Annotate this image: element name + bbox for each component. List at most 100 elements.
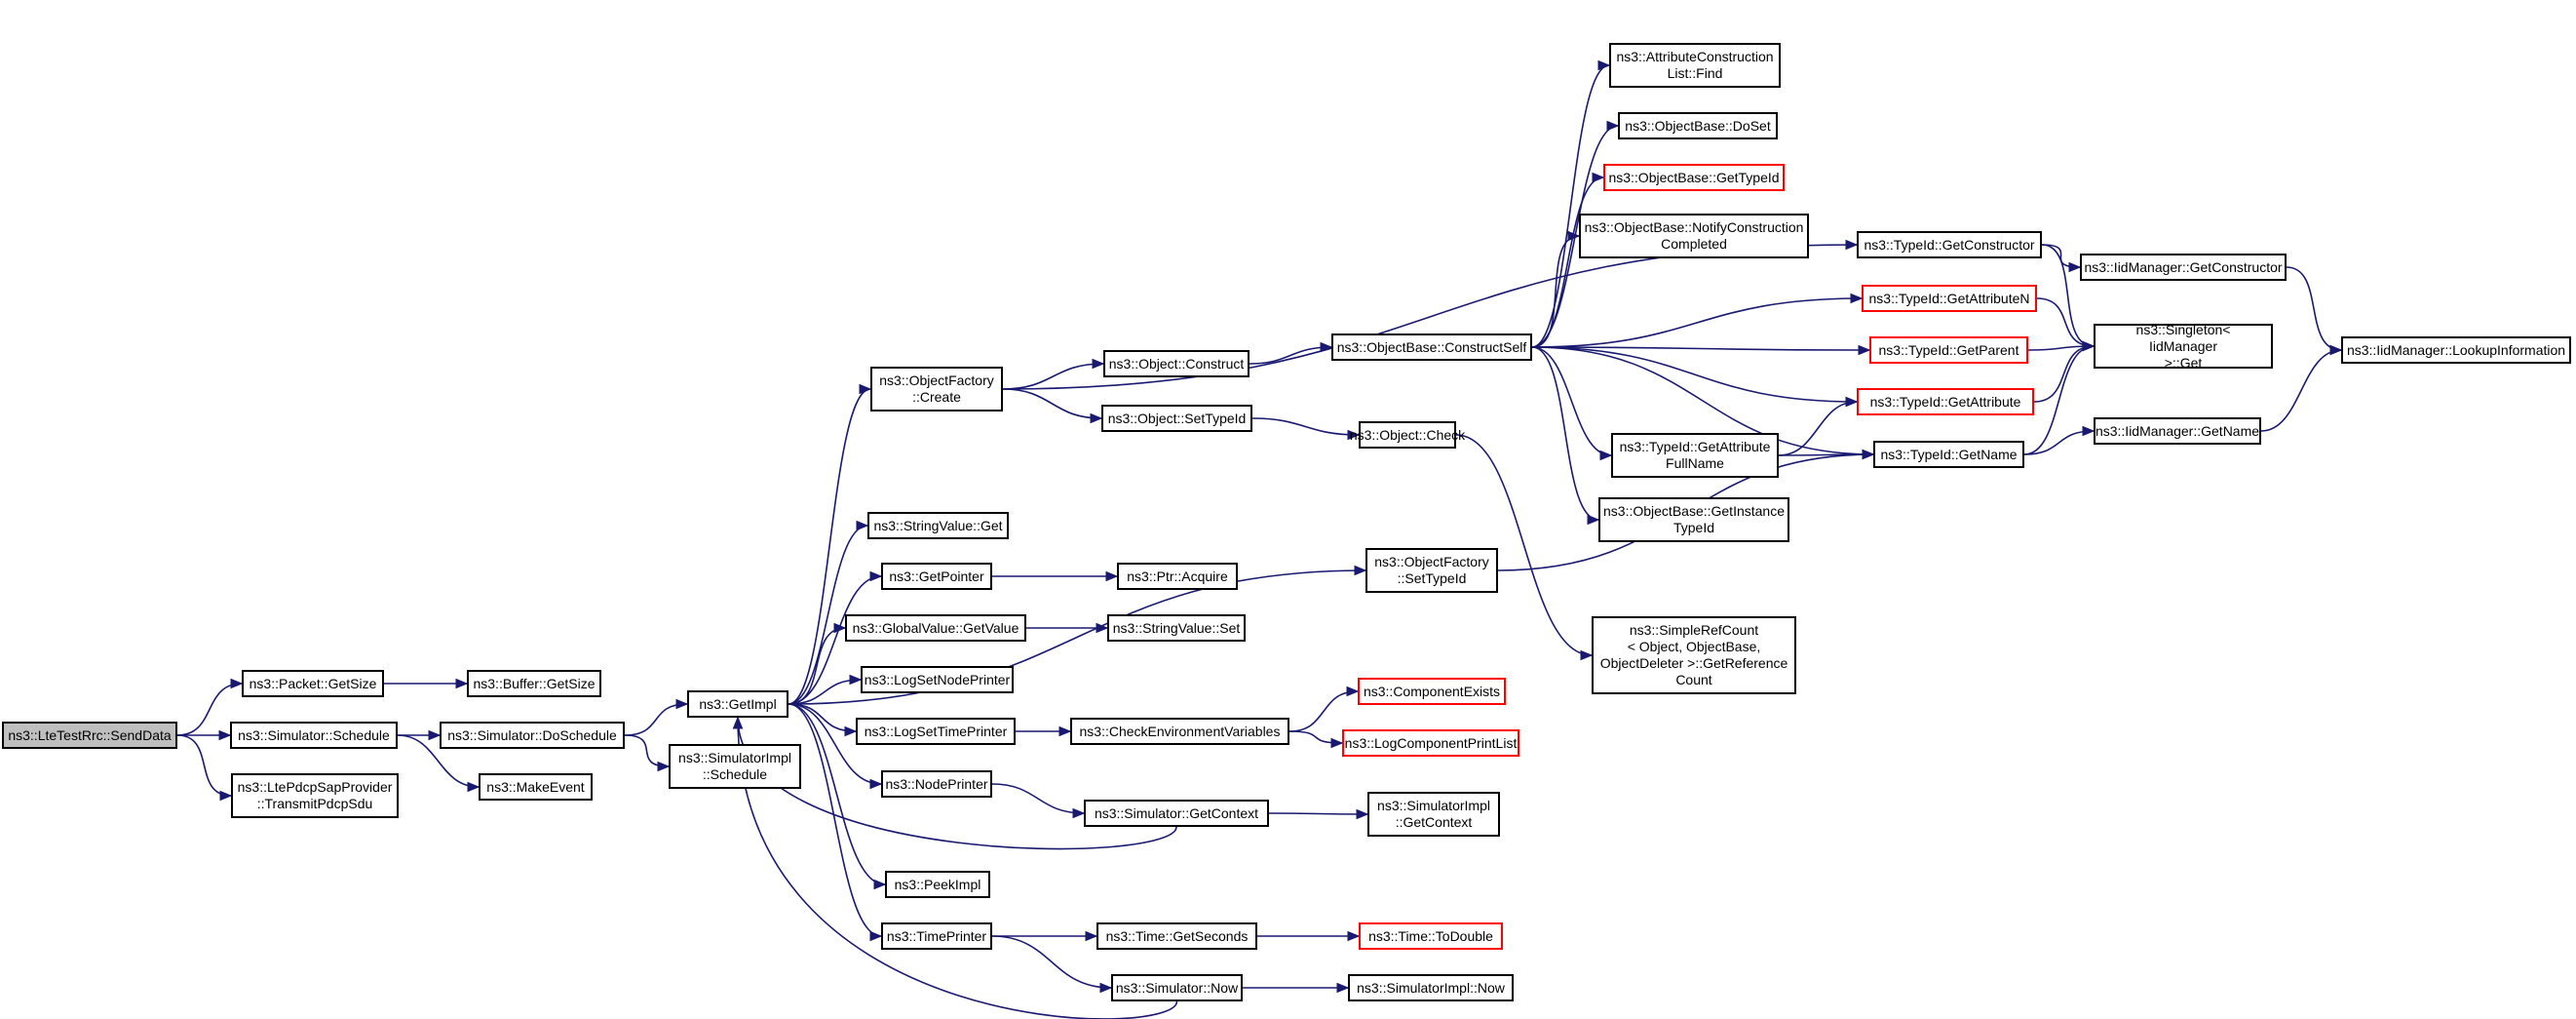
edge-simSchedule-to-makeEvent <box>397 734 480 788</box>
node-sim-impl-get-context[interactable]: ns3::SimulatorImpl ::GetContext <box>1367 792 1500 837</box>
edge-getImpl-to-ofSetTypeId <box>788 569 1366 705</box>
edge-getImpl-to-globalValueGetValue <box>788 627 846 705</box>
edge-arrowhead <box>467 781 481 793</box>
node-tid-get-attribute[interactable]: ns3::TypeId::GetAttribute <box>1857 388 2034 415</box>
node-log-component-print-list[interactable]: ns3::LogComponentPrintList <box>1342 729 1519 757</box>
node-obj-construct[interactable]: ns3::Object::Construct <box>1103 350 1250 377</box>
edge-arrowhead <box>1580 649 1594 661</box>
node-time-printer[interactable]: ns3::TimePrinter <box>881 922 992 950</box>
node-transmit-pdcp-sdu[interactable]: ns3::LtePdcpSapProvider ::TransmitPdcpSd… <box>231 773 399 818</box>
edge-arrowhead <box>1090 412 1103 424</box>
node-tid-get-parent[interactable]: ns3::TypeId::GetParent <box>1869 336 2028 364</box>
edge-simDoSchedule-to-simImplSchedule <box>624 734 670 767</box>
edge-arrowhead <box>1058 725 1072 737</box>
edge-arrowhead <box>869 570 883 582</box>
node-send-data[interactable]: ns3::LteTestRrc::SendData <box>2 722 177 749</box>
edge-getImpl-to-stringValueGet <box>788 525 868 705</box>
node-singleton-get[interactable]: ns3::Singleton< IidManager >::Get <box>2094 322 2273 371</box>
node-log-set-node-printer[interactable]: ns3::LogSetNodePrinter <box>861 666 1014 693</box>
edge-constructSelf-to-tidGetAttribute <box>1531 346 1858 403</box>
edge-simNow-to-getImpl <box>737 717 1178 1019</box>
edge-constructSelf-to-tidGetName <box>1531 346 1874 455</box>
edge-arrowhead <box>844 725 858 737</box>
node-sim-do-schedule[interactable]: ns3::Simulator::DoSchedule <box>440 722 625 749</box>
edge-arrowhead <box>1862 449 1875 460</box>
node-obj-set-type-id[interactable]: ns3::Object::SetTypeId <box>1101 405 1252 432</box>
node-sim-impl-schedule[interactable]: ns3::SimulatorImpl ::Schedule <box>669 744 801 789</box>
edge-constructSelf-to-acFind <box>1531 64 1610 348</box>
edge-tidGetAttribute-to-singletonGet <box>2033 345 2095 403</box>
node-of-create[interactable]: ns3::ObjectFactory ::Create <box>870 367 1003 412</box>
node-tid-get-name[interactable]: ns3::TypeId::GetName <box>1873 441 2024 468</box>
edge-getImpl-to-timePrinter <box>788 703 882 937</box>
node-tid-get-attr-full-name[interactable]: ns3::TypeId::GetAttribute FullName <box>1611 433 1779 478</box>
node-ob-get-type-id[interactable]: ns3::ObjectBase::GetTypeId <box>1603 164 1785 191</box>
edge-iidGetConstructor-to-iidLookup <box>2286 266 2342 351</box>
node-construct-self[interactable]: ns3::ObjectBase::ConstructSelf <box>1331 333 1532 361</box>
edge-getImpl-to-ofCreate <box>788 388 871 705</box>
edge-tidGetAttributeN-to-singletonGet <box>2036 297 2095 347</box>
node-tid-get-attribute-n[interactable]: ns3::TypeId::GetAttributeN <box>1862 285 2037 312</box>
node-sim-get-context[interactable]: ns3::Simulator::GetContext <box>1084 800 1269 827</box>
node-string-value-get[interactable]: ns3::StringValue::Get <box>867 512 1009 539</box>
node-make-event[interactable]: ns3::MakeEvent <box>479 773 593 801</box>
edge-ofCreate-to-objSetTypeId <box>1002 388 1102 419</box>
edge-tidGetName-to-singletonGet <box>2023 345 2095 455</box>
edge-timePrinter-to-simNow <box>991 935 1112 989</box>
edge-arrowhead <box>1356 808 1369 820</box>
node-time-get-seconds[interactable]: ns3::Time::GetSeconds <box>1096 922 1257 950</box>
edge-arrowhead <box>1845 396 1859 408</box>
node-buffer-get-size[interactable]: ns3::Buffer::GetSize <box>467 670 601 697</box>
node-ob-do-set[interactable]: ns3::ObjectBase::DoSet <box>1618 112 1778 139</box>
node-log-set-time-printer[interactable]: ns3::LogSetTimePrinter <box>856 718 1016 745</box>
node-node-printer[interactable]: ns3::NodePrinter <box>881 770 992 798</box>
node-string-value-set[interactable]: ns3::StringValue::Set <box>1107 614 1246 642</box>
node-sim-schedule[interactable]: ns3::Simulator::Schedule <box>230 722 398 749</box>
edge-nodePrinter-to-simGetContext <box>991 783 1085 814</box>
node-check-env-vars[interactable]: ns3::CheckEnvironmentVariables <box>1070 718 1289 745</box>
edge-arrowhead <box>1347 429 1361 441</box>
node-sim-now[interactable]: ns3::Simulator::Now <box>1111 974 1243 1001</box>
node-get-pointer[interactable]: ns3::GetPointer <box>881 563 992 590</box>
node-ac-find[interactable]: ns3::AttributeConstruction List::Find <box>1609 43 1781 88</box>
edge-arrowhead <box>1850 293 1864 304</box>
edge-arrowhead <box>1346 686 1360 697</box>
node-iid-lookup[interactable]: ns3::IidManager::LookupInformation <box>2341 336 2571 364</box>
edge-arrowhead <box>1085 930 1098 942</box>
node-tid-get-constructor[interactable]: ns3::TypeId::GetConstructor <box>1857 231 2042 258</box>
edge-arrowhead <box>1330 737 1344 749</box>
node-time-to-double[interactable]: ns3::Time::ToDouble <box>1359 922 1503 950</box>
node-ob-notify[interactable]: ns3::ObjectBase::NotifyConstruction Comp… <box>1579 214 1809 258</box>
edge-ofCreate-to-objConstruct <box>1002 363 1104 390</box>
edge-arrowhead <box>428 729 442 741</box>
node-ptr-acquire[interactable]: ns3::Ptr::Acquire <box>1117 563 1238 590</box>
node-iid-get-constructor[interactable]: ns3::IidManager::GetConstructor <box>2080 254 2287 281</box>
edge-constructSelf-to-tidGetAttributeN <box>1531 297 1863 348</box>
node-packet-get-size[interactable]: ns3::Packet::GetSize <box>242 670 384 697</box>
edge-arrowhead <box>1606 120 1620 132</box>
node-global-value-get-value[interactable]: ns3::GlobalValue::GetValue <box>845 614 1026 642</box>
edge-arrowhead <box>1567 230 1581 242</box>
edge-arrowhead <box>856 520 869 531</box>
node-of-set-type-id[interactable]: ns3::ObjectFactory ::SetTypeId <box>1365 548 1498 593</box>
edge-arrowhead <box>1845 239 1859 251</box>
node-iid-get-name[interactable]: ns3::IidManager::GetName <box>2094 417 2261 445</box>
edge-arrowhead <box>1096 622 1109 634</box>
edge-arrowhead <box>1072 807 1086 819</box>
edge-objSetTypeId-to-objCheck <box>1251 417 1360 436</box>
edge-arrowhead <box>873 879 887 890</box>
node-obj-check[interactable]: ns3::Object::Check <box>1350 421 1465 449</box>
edge-simGetContext-to-simImplGetContext <box>1268 812 1368 815</box>
edge-checkEnvVars-to-componentExists <box>1288 690 1359 732</box>
node-peek-impl[interactable]: ns3::PeekImpl <box>885 871 990 898</box>
edge-arrowhead <box>1099 982 1113 994</box>
node-ob-get-instance-type-id[interactable]: ns3::ObjectBase::GetInstance TypeId <box>1598 497 1789 542</box>
edge-arrowhead <box>1354 565 1367 576</box>
node-sim-impl-now[interactable]: ns3::SimulatorImpl::Now <box>1348 974 1514 1001</box>
node-simple-ref-count[interactable]: ns3::SimpleRefCount < Object, ObjectBase… <box>1592 616 1796 694</box>
edge-constructSelf-to-obGetInstanceTypeId <box>1531 346 1599 521</box>
node-get-impl[interactable]: ns3::GetImpl <box>687 690 788 718</box>
edge-arrowhead <box>869 778 883 790</box>
edge-arrowhead <box>859 383 872 395</box>
node-component-exists[interactable]: ns3::ComponentExists <box>1358 678 1506 705</box>
